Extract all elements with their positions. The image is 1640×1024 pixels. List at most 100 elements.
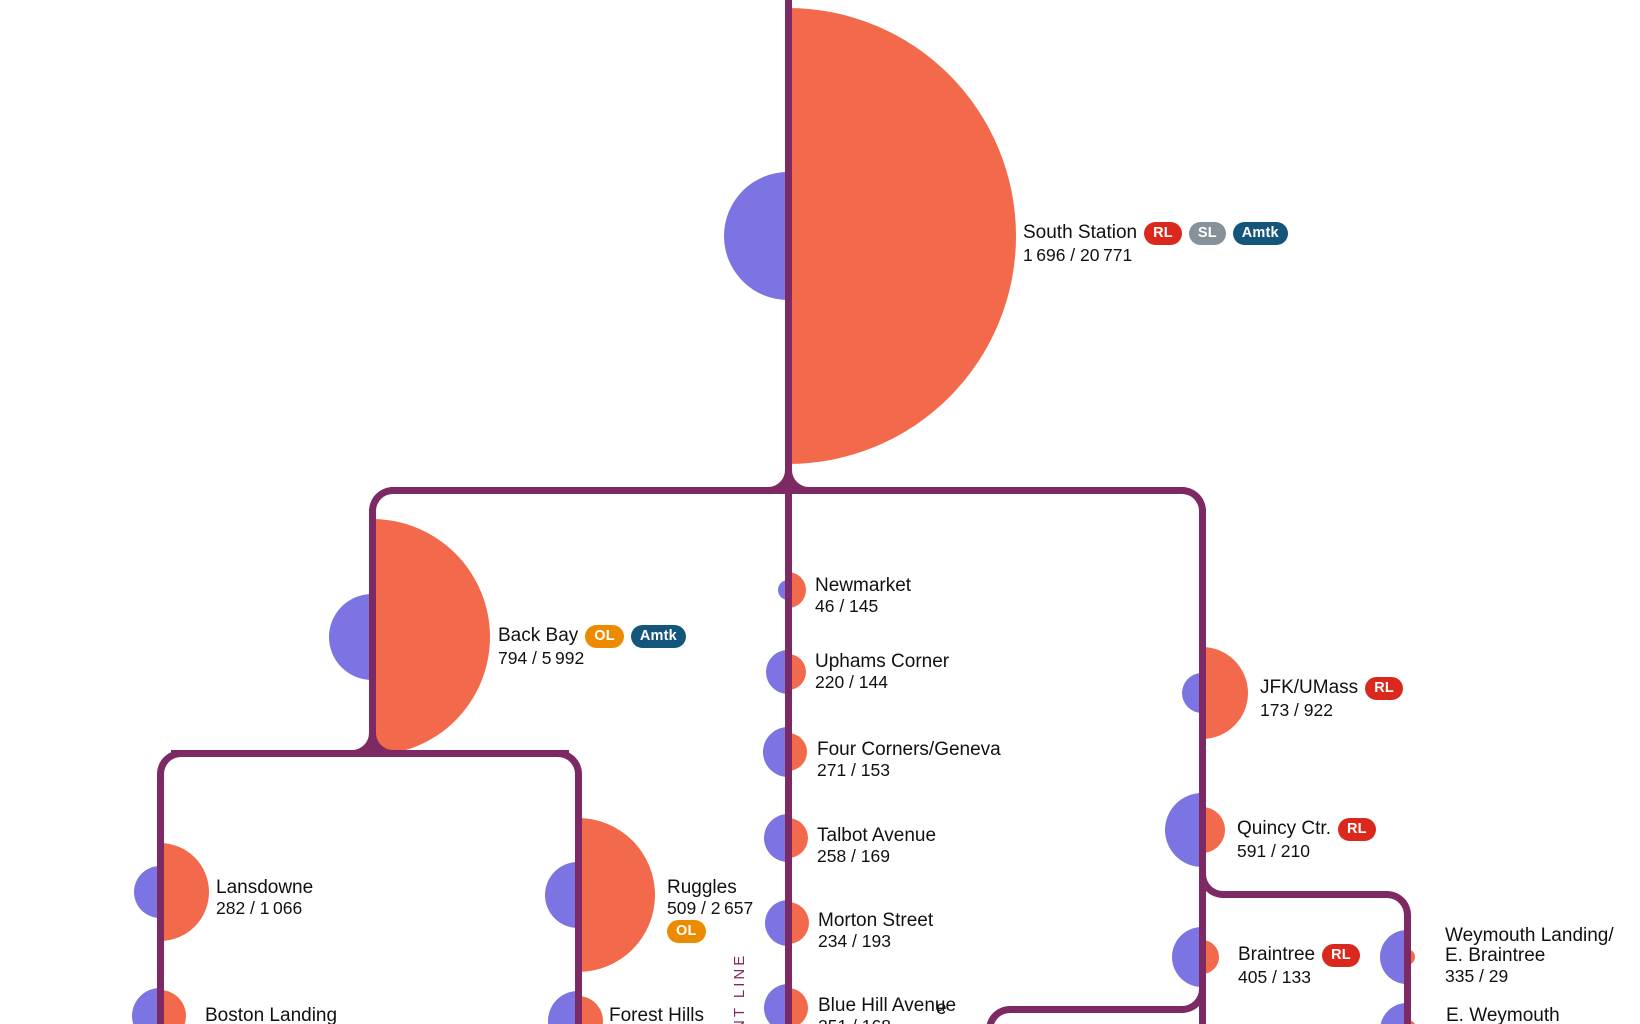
- station-value: 794 / 5 992: [498, 647, 585, 668]
- station-name: Boston Landing: [205, 1005, 338, 1024]
- station-name-row-four-corners-geneva: Four Corners/Geneva: [817, 740, 1001, 760]
- station-name: South Station: [1023, 222, 1138, 244]
- track-lansdowne-line: [157, 774, 164, 1024]
- station-name: Uphams Corner: [815, 651, 950, 672]
- station-value: 271 / 153: [817, 760, 890, 780]
- station-value: 251 / 168: [818, 1016, 956, 1024]
- station-label-south-station: South Station RL SL Amtk 1 696 / 20 771: [1023, 222, 1288, 265]
- track-corner-right-branch: [1181, 487, 1206, 511]
- track-ruggles-line: [575, 774, 582, 1024]
- track-corner-back-bay: [369, 487, 393, 511]
- station-name: Lansdowne: [216, 877, 314, 898]
- station-name-row-e-weymouth: E. Weymouth: [1446, 1006, 1560, 1024]
- alightings-semicircle-uphams-corner: [788, 654, 806, 690]
- alightings-semicircle-braintree: [1202, 940, 1219, 974]
- station-name-row-uphams-corner: Uphams Corner: [815, 652, 949, 672]
- badge-rl: RL: [1365, 677, 1403, 700]
- station-name: JFK/UMass: [1260, 677, 1359, 699]
- line-name-label: NT LINE: [731, 952, 748, 1024]
- boardings-semicircle-newmarket: [778, 580, 788, 600]
- track-lower-split: [1010, 1006, 1182, 1013]
- track-weymouth-line: [1404, 917, 1411, 1024]
- station-value: 405 / 133: [1238, 966, 1311, 987]
- station-name: Braintree: [1238, 944, 1316, 966]
- station-name-row-lansdowne: Lansdowne: [216, 878, 313, 898]
- station-name-row-south-station: South Station RL SL Amtk: [1023, 222, 1288, 245]
- track-trunk-line: [785, 0, 792, 1024]
- station-name: Back Bay: [498, 625, 579, 647]
- station-name: Morton Street: [818, 910, 934, 931]
- track-flare-back-bay-right: [369, 731, 395, 757]
- track-back-bay-split: [171, 750, 569, 757]
- track-weymouth-split: [1223, 891, 1388, 898]
- station-name: Blue Hill Avenue: [818, 995, 957, 1016]
- station-name: Forest Hills: [609, 1005, 705, 1024]
- station-name: Quincy Ctr.: [1237, 818, 1331, 840]
- badge-rl: RL: [1144, 222, 1182, 245]
- station-value: 591 / 210: [1237, 840, 1310, 861]
- station-value: 1 696 / 20 771: [1023, 244, 1133, 265]
- station-value: 173 / 922: [1260, 699, 1333, 720]
- station-name-row-quincy-ctr: Quincy Ctr. RL: [1237, 818, 1376, 841]
- station-label-boston-landing: Boston Landing: [205, 1006, 337, 1024]
- station-name-row-newmarket: Newmarket: [815, 576, 911, 596]
- station-name-row-talbot-avenue: Talbot Avenue: [817, 826, 936, 846]
- station-name: Weymouth Landing/: [1445, 925, 1614, 946]
- station-name-row-boston-landing: Boston Landing: [205, 1006, 337, 1024]
- station-value: 220 / 144: [815, 672, 888, 692]
- station-name: Newmarket: [815, 575, 912, 596]
- track-corner-ruggles: [556, 750, 582, 776]
- station-badge-row: OL: [667, 920, 753, 943]
- station-name: Four Corners/Geneva: [817, 739, 1001, 760]
- track-flare-trunk-right: [785, 468, 811, 494]
- boardings-semicircle-jfk-umass: [1182, 673, 1202, 713]
- track-main-split: [390, 487, 1185, 494]
- alightings-semicircle-quincy-ctr: [1202, 807, 1225, 853]
- station-name-row-blue-hill-avenue: Blue Hill Avenue: [818, 996, 956, 1016]
- station-name: Ruggles: [667, 877, 737, 898]
- station-name-row-ruggles: Ruggles: [667, 878, 753, 898]
- badge-amtk: Amtk: [630, 625, 686, 648]
- badge-sl: SL: [1188, 222, 1226, 245]
- alightings-semicircle-e-weymouth: [1407, 1020, 1417, 1024]
- badge-amtk: Amtk: [1232, 222, 1288, 245]
- station-name-row-forest-hills: Forest Hills: [609, 1006, 704, 1024]
- boardings-semicircle-uphams-corner: [766, 650, 788, 694]
- station-name-row-morton-street: Morton Street: [818, 911, 933, 931]
- track-weymouth-split-corner: [1199, 872, 1225, 898]
- badge-rl: RL: [1322, 944, 1360, 967]
- track-braintree-split-corner: [1180, 986, 1206, 1013]
- track-corner-lansdowne: [157, 750, 181, 776]
- station-label-blue-hill-avenue: Blue Hill Avenue251 / 168: [818, 996, 956, 1024]
- station-name: E. Weymouth: [1446, 1005, 1560, 1024]
- station-label-jfk-umass: JFK/UMass RL 173 / 922: [1260, 677, 1403, 720]
- station-value: 335 / 29: [1445, 966, 1509, 986]
- station-name-row-weymouth-landing-e-braintree: Weymouth Landing/: [1445, 926, 1614, 946]
- station-label-back-bay: Back Bay OL Amtk 794 / 5 992: [498, 625, 686, 668]
- station-name-row-jfk-umass: JFK/UMass RL: [1260, 677, 1403, 700]
- station-value: 282 / 1 066: [216, 898, 303, 918]
- station-value: 234 / 193: [818, 931, 891, 951]
- alightings-semicircle-four-corners-geneva: [788, 733, 807, 771]
- station-name-line2: E. Braintree: [1445, 945, 1546, 966]
- station-name-row-back-bay: Back Bay OL Amtk: [498, 625, 686, 648]
- station-label-braintree: Braintree RL 405 / 133: [1238, 944, 1360, 987]
- track-corner-weymouth: [1385, 891, 1411, 919]
- badge-ol: OL: [585, 625, 624, 648]
- station-name: Talbot Avenue: [817, 825, 937, 846]
- badge-rl: RL: [1337, 818, 1376, 841]
- station-label-forest-hills: Forest Hills: [609, 1006, 704, 1024]
- track-right-branch-line: [1199, 509, 1206, 1024]
- station-value: 258 / 169: [817, 846, 890, 866]
- alightings-semicircle-weymouth-landing-e-braintree: [1407, 949, 1415, 965]
